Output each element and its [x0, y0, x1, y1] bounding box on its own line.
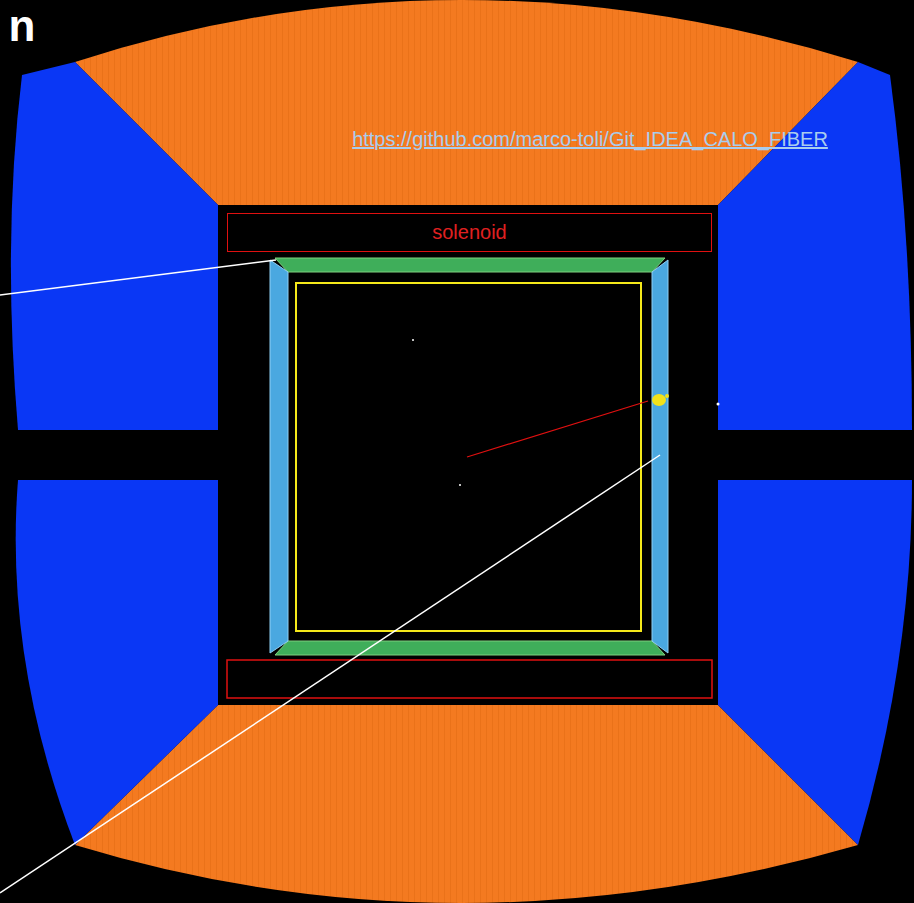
title-fragment: n [9, 2, 36, 50]
leader-line [0, 455, 660, 893]
calorimeter-right-lower [718, 480, 912, 845]
solenoid-box [227, 660, 712, 698]
calorimeter-top [75, 0, 858, 205]
particle-track [467, 401, 648, 457]
shower-deposit [665, 394, 669, 398]
solenoid-box: solenoid [227, 213, 712, 252]
shower-deposit [652, 394, 666, 406]
calorimeter-right-upper [718, 62, 912, 430]
preshower-top [275, 258, 665, 272]
leader-line [0, 260, 276, 295]
url-link: https://github.com/marco-toli/Git_IDEA_C… [352, 128, 828, 150]
hit-dot [717, 403, 720, 406]
calorimeter-left-lower [16, 480, 218, 845]
preshower-bottom [275, 641, 665, 655]
calorimeter-left-upper [11, 62, 218, 430]
node-label: solenoid [432, 221, 507, 244]
hit-dot [412, 339, 414, 341]
preshower-left [270, 260, 288, 653]
preshower-right [652, 260, 668, 653]
calorimeter-bottom [75, 705, 858, 903]
hit-dot [459, 484, 461, 486]
